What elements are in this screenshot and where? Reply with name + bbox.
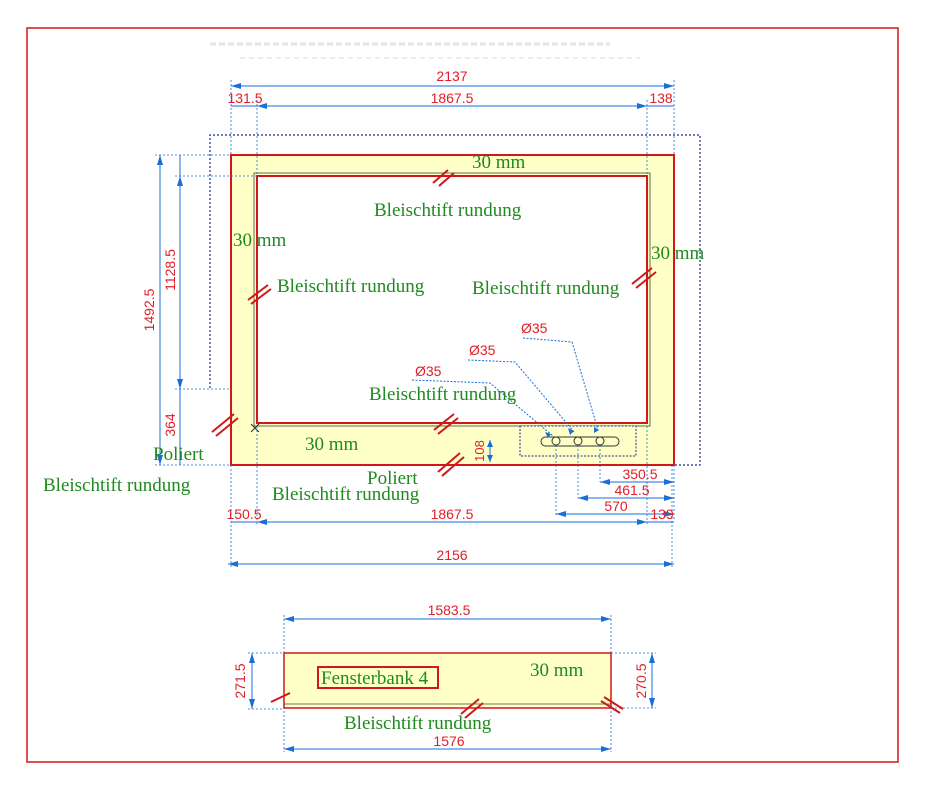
note-thick-left: 30 mm [233, 230, 287, 251]
dim-sill-top: 1583.5 [428, 602, 471, 618]
dim-left-bottom: 364 [162, 413, 178, 437]
dim-top-right: 138 [649, 90, 673, 106]
arrow-head [594, 427, 599, 433]
arrow-head [545, 432, 551, 438]
cross-mark [250, 423, 260, 433]
note-sill-thick: 30 mm [530, 660, 584, 681]
bottom-dimensions [228, 426, 674, 568]
note-polished-bottom: Poliert [367, 468, 418, 489]
note-pencil-top: Bleischtift rundung [374, 200, 522, 221]
hole-position-dimensions [555, 445, 675, 520]
dim-570: 570 [604, 498, 628, 514]
dim-bot-mid: 1867.5 [431, 506, 474, 522]
note-pencil-outer-bottom: Bleischtift rundung [272, 484, 420, 505]
note-pencil-outer-left: Bleischtift rundung [43, 475, 191, 496]
dim-bot-total: 2156 [436, 547, 467, 563]
note-thick-right: 30 mm [651, 243, 705, 264]
sill-label-box [317, 666, 439, 689]
note-polished-left: Poliert [153, 444, 204, 465]
dim-bot-left: 150.5 [226, 506, 261, 522]
dim-top-mid: 1867.5 [431, 90, 474, 106]
arrow-head [487, 440, 493, 447]
dim-sill-right: 270.5 [633, 663, 649, 698]
note-pencil-right: Bleischtift rundung [472, 278, 620, 299]
page-frame [26, 27, 899, 763]
dim-left-inner: 1128.5 [162, 249, 178, 291]
note-sill-pencil: Bleischtift rundung [344, 713, 492, 734]
sill-label: Fensterbank 4 [321, 668, 429, 689]
arrow-head [487, 455, 493, 462]
dim-top-total: 2137 [436, 68, 467, 84]
note-pencil-left: Bleischtift rundung [277, 276, 425, 297]
dim-hole-3: Ø35 [521, 320, 548, 336]
wall-outline [209, 134, 701, 466]
dim-461-5: 461.5 [614, 482, 649, 498]
dim-left-total: 1492.5 [141, 288, 157, 331]
dim-sill-bottom: 1576 [433, 733, 464, 749]
note-thick-bottom: 30 mm [305, 434, 359, 455]
tap-recess [519, 425, 637, 457]
dim-bot-right: 139 [650, 506, 674, 522]
edge-marks [211, 169, 657, 477]
dim-hole-1: Ø35 [415, 363, 442, 379]
inner-cutout-edge [253, 172, 651, 427]
dim-108: 108 [472, 440, 487, 462]
sill-edge-marks [270, 692, 624, 719]
dim-top-left: 131.5 [227, 90, 262, 106]
dim-hole-2: Ø35 [469, 342, 496, 358]
leader-hole-2 [467, 359, 576, 434]
note-pencil-inner-bottom: Bleischtift rundung [369, 384, 517, 405]
window-sill-slab [283, 652, 612, 709]
dim-sill-left: 271.5 [232, 663, 248, 698]
arrow-head [568, 428, 574, 435]
dim-350-5: 350.5 [622, 466, 657, 482]
leader-hole-1 [411, 379, 554, 437]
note-thick-top: 30 mm [472, 152, 526, 173]
top-dimensions [230, 80, 675, 176]
leader-hole-3 [522, 337, 599, 431]
left-dimensions [155, 154, 257, 466]
